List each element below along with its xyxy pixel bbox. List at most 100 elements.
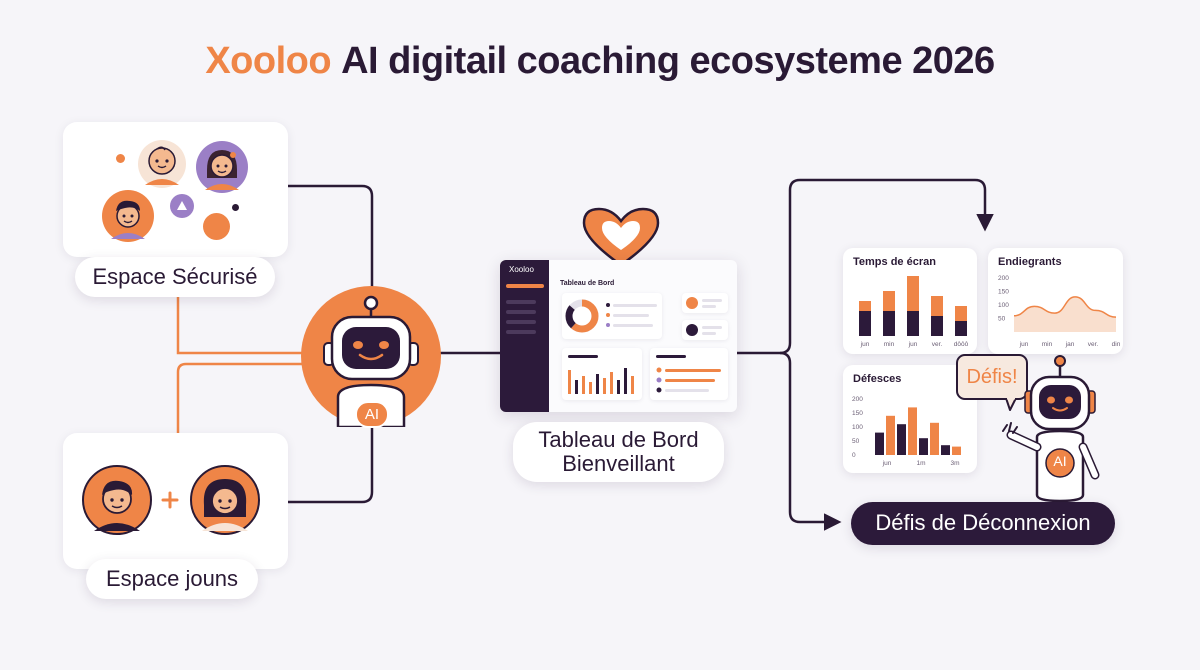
sidebar-item[interactable] <box>506 320 536 324</box>
y-tick-label: 100 <box>852 424 863 431</box>
dashboard-label: Tableau de Bord Bienveillant <box>513 422 724 482</box>
dashboard-panel-mini <box>682 293 728 313</box>
sidebar-item[interactable] <box>506 300 536 304</box>
x-tick-label: 1m <box>916 460 925 467</box>
dashboard-sidebar: Xooloo <box>500 260 549 412</box>
boy-avatar <box>102 190 154 242</box>
plus-icon <box>161 491 179 509</box>
x-tick-label: ver. <box>932 341 943 348</box>
dashboard-panel-donut <box>562 293 662 339</box>
speech-text: Défis! <box>966 365 1018 388</box>
speech-bubble: Défis! <box>956 354 1028 400</box>
y-tick-label: 100 <box>998 302 1009 309</box>
dashboard-panel-bars <box>562 348 642 400</box>
bar <box>883 291 895 311</box>
title-rest: AI digitail coaching ecosysteme 2026 <box>341 40 995 82</box>
chart-card-engagement: Endiegrants 200 150 100 50 jun min jan ver. din <box>988 248 1123 354</box>
ai-badge: AI <box>355 401 389 428</box>
sidebar-item[interactable] <box>506 330 536 334</box>
x-tick-label: jun <box>882 460 892 467</box>
speech-tail <box>1005 398 1017 411</box>
bar <box>955 321 967 336</box>
x-tick-label: jun <box>908 341 918 348</box>
x-tick-label: ver. <box>1088 341 1099 348</box>
chart-engagement: 200 150 100 50 jun min jan ver. din <box>998 275 1121 348</box>
x-tick-label: din <box>1112 341 1121 348</box>
robot-mascot <box>1002 355 1100 503</box>
dashboard-label-line1: Tableau de Bord <box>538 426 699 452</box>
robot-hub <box>301 286 441 427</box>
x-tick-label: dôôô <box>954 341 969 348</box>
bar <box>919 438 928 455</box>
heart-icon <box>582 207 660 267</box>
woman-avatar <box>190 465 260 535</box>
ai-badge-text: AI <box>364 406 380 423</box>
baby-avatar <box>138 140 186 188</box>
dashboard-label-line2: Bienveillant <box>562 451 675 476</box>
bar <box>931 296 943 316</box>
young-space-label: Espace jouns <box>86 559 258 599</box>
donut-chart <box>565 299 657 333</box>
area-line <box>1013 296 1117 318</box>
triangle-badge <box>170 194 194 218</box>
y-tick-label: 200 <box>852 396 863 403</box>
x-tick-label: jun <box>1019 341 1029 348</box>
decor-dot <box>203 213 230 240</box>
sidebar-item-active[interactable] <box>506 284 544 288</box>
mini-bar-chart <box>568 355 634 394</box>
bar <box>907 276 919 311</box>
decor-dot <box>232 204 239 211</box>
chart-card-screen-time: Temps de écran jun min jun ver. dôôô <box>843 248 977 354</box>
x-tick-label: jun <box>860 341 870 348</box>
disconnect-challenges-label: Défis de Déconnexion <box>851 502 1115 545</box>
y-tick-label: 0 <box>852 452 856 459</box>
robot-badge-text: AI <box>1053 453 1067 469</box>
chart-challenges: 200 150 100 50 0 jun 1m 3m <box>852 396 961 467</box>
title-brand: Xooloo <box>205 40 332 82</box>
bar <box>859 311 871 336</box>
bar <box>897 424 906 455</box>
sidebar-item[interactable] <box>506 310 536 314</box>
bar <box>859 301 871 311</box>
bar <box>883 311 895 336</box>
area-fill <box>1014 296 1116 332</box>
bar <box>930 422 939 455</box>
y-tick-label: 50 <box>998 316 1006 323</box>
dashboard-mockup: Xooloo Tableau de Bord <box>500 260 737 412</box>
x-tick-label: jan <box>1065 341 1075 348</box>
bar <box>886 415 895 455</box>
triangle-icon <box>177 201 187 210</box>
chart-title: Défesces <box>853 373 902 385</box>
dashboard-heading: Tableau de Bord <box>560 280 615 287</box>
bar <box>941 445 950 455</box>
chart-title: Endiegrants <box>998 256 1062 268</box>
bar <box>955 306 967 321</box>
bar <box>875 432 884 455</box>
bar <box>907 311 919 336</box>
heart-mini-icon <box>686 297 722 309</box>
secure-space-label: Espace Sécurisé <box>75 257 275 297</box>
bar <box>908 407 917 455</box>
badge-mini-icon <box>686 324 722 336</box>
y-tick-label: 50 <box>852 438 860 445</box>
y-tick-label: 150 <box>852 410 863 417</box>
chart-screen-time: jun min jun ver. dôôô <box>859 276 969 348</box>
decor-dot <box>116 154 125 163</box>
bar <box>952 446 961 455</box>
chart-card-challenges: Défesces 200 150 100 50 0 jun 1m 3m <box>843 365 977 473</box>
girl-avatar <box>196 141 248 193</box>
dashboard-brand: Xooloo <box>509 265 534 274</box>
mini-list <box>656 355 721 393</box>
x-tick-label: min <box>884 341 895 348</box>
dashboard-panel-list <box>650 348 728 400</box>
x-tick-label: min <box>1042 341 1053 348</box>
bar <box>931 316 943 336</box>
dashboard-panel-mini <box>682 320 728 340</box>
chart-title: Temps de écran <box>853 256 936 268</box>
x-tick-label: 3m <box>950 460 959 467</box>
y-tick-label: 150 <box>998 289 1009 296</box>
man-avatar <box>82 465 152 535</box>
y-tick-label: 200 <box>998 275 1009 282</box>
